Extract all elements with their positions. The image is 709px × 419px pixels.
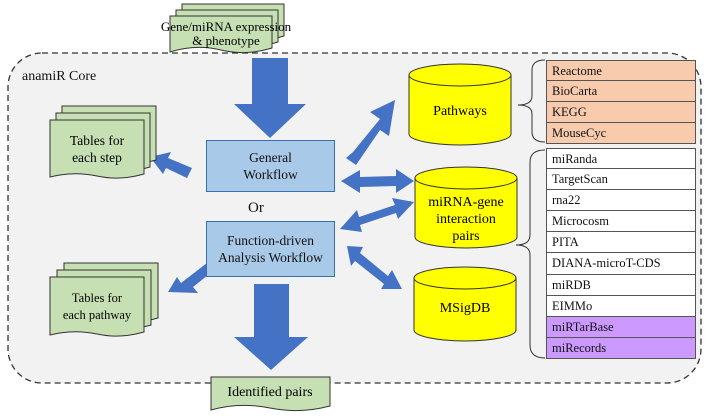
msigdb-database: MSigDB	[413, 266, 517, 342]
arrow-general-mirna	[341, 169, 414, 193]
target-source-item: miRTarBase	[546, 316, 696, 338]
input-document-stack: Gene/miRNA expression & phenotype	[161, 3, 292, 54]
target-source-item: DIANA-microT-CDS	[546, 253, 696, 275]
arrow-function-mirna	[340, 198, 414, 232]
pathway-source-item: MouseCyc	[546, 123, 696, 145]
target-sources-list: miRanda TargetScan rna22 Microcosm PITA …	[546, 148, 696, 359]
pathway-sources-list: Reactome BioCarta KEGG MouseCyc	[546, 60, 696, 145]
arrow-general-pathways	[346, 100, 395, 165]
target-source-item: Microcosm	[546, 211, 696, 233]
arrow-function-msigdb	[347, 246, 402, 289]
input-line1: Gene/miRNA expression	[161, 19, 292, 34]
function-workflow-line1: Function-driven	[226, 233, 314, 248]
tables-step-line2: each step	[72, 150, 122, 165]
targets-brace	[515, 149, 546, 359]
input-line2: & phenotype	[192, 33, 260, 48]
mirna-gene-line1: miRNA-gene	[428, 195, 503, 210]
target-source-item: rna22	[546, 190, 696, 212]
mirna-gene-line3: pairs	[452, 229, 479, 244]
arrow-input-to-workflow	[234, 58, 306, 138]
mirna-gene-line2: interaction	[436, 212, 496, 227]
target-source-item: miRanda	[546, 148, 696, 170]
arrow-general-to-tables-step	[150, 152, 192, 178]
arrow-workflow-to-identified	[234, 284, 308, 370]
pathways-label: Pathways	[433, 104, 487, 119]
tables-step-line1: Tables for	[70, 133, 125, 148]
target-source-item: miRecords	[546, 337, 696, 359]
target-source-item: EIMMo	[546, 295, 696, 317]
target-source-item: TargetScan	[546, 169, 696, 191]
pathway-source-item: BioCarta	[546, 81, 696, 103]
target-source-item: miRDB	[546, 274, 696, 296]
identified-pairs-document: Identified pairs	[210, 376, 331, 412]
pathways-database: Pathways	[408, 63, 512, 146]
core-label: anamiR Core	[22, 69, 97, 84]
pathway-source-item: KEGG	[546, 102, 696, 124]
identified-pairs-label: Identified pairs	[227, 385, 312, 400]
pathways-brace	[517, 59, 546, 143]
mirna-gene-database: miRNA-gene interaction pairs	[414, 166, 518, 249]
general-workflow-line1: General	[249, 150, 292, 165]
tables-pathway-line2: each pathway	[63, 308, 132, 322]
general-workflow-line2: Workflow	[243, 167, 298, 182]
tables-pathway-line1: Tables for	[72, 291, 123, 305]
tables-pathway-stack: Tables for each pathway	[49, 262, 159, 337]
general-workflow-box: General Workflow	[206, 140, 335, 192]
target-source-item: PITA	[546, 232, 696, 254]
function-workflow-box: Function-driven Analysis Workflow	[206, 221, 335, 277]
tables-step-stack: Tables for each step	[49, 105, 157, 179]
function-workflow-line2: Analysis Workflow	[218, 250, 323, 265]
or-label: Or	[248, 200, 264, 216]
arrows	[150, 58, 414, 370]
pathway-source-item: Reactome	[546, 60, 696, 82]
msigdb-label: MSigDB	[440, 301, 491, 316]
